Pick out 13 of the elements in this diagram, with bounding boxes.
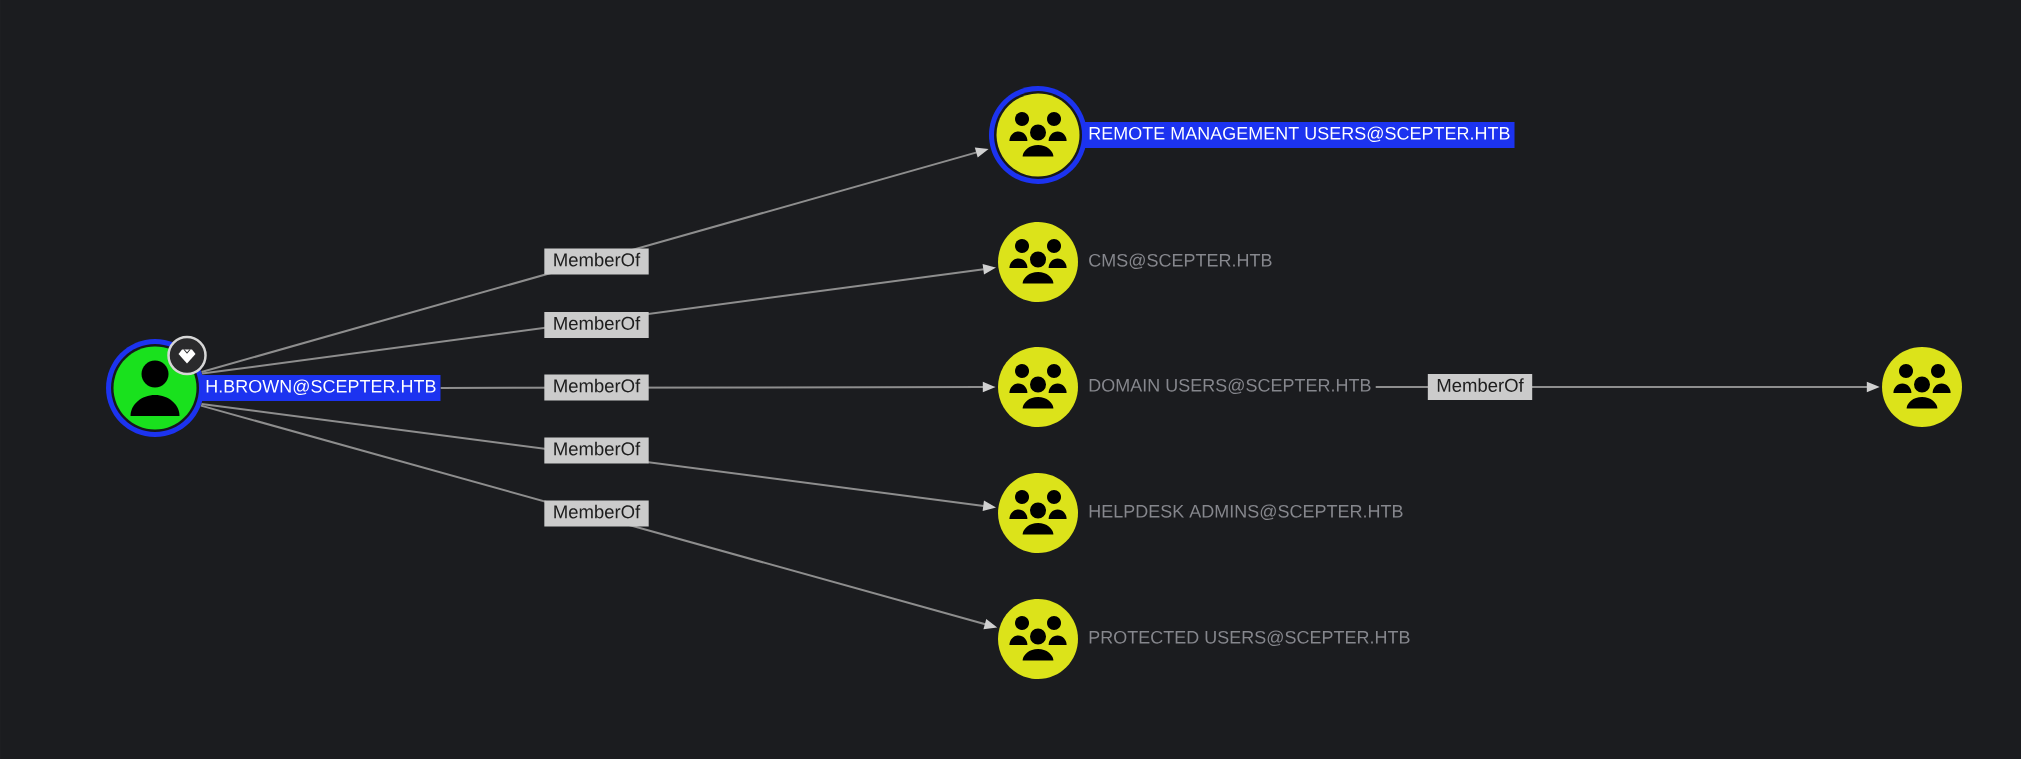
edge-label: MemberOf: [544, 500, 649, 527]
node-label: HELPDESK ADMINS@SCEPTER.HTB: [1089, 504, 1403, 520]
node-label: DOMAIN USERS@SCEPTER.HTB: [1089, 378, 1371, 394]
edge-label: MemberOf: [544, 248, 649, 275]
edge-label: MemberOf: [1427, 374, 1533, 400]
group-icon: [1882, 347, 1962, 427]
node-label: REMOTE MANAGEMENT USERS@SCEPTER.HTB: [1084, 122, 1515, 148]
node-label: PROTECTED USERS@SCEPTER.HTB: [1089, 630, 1410, 646]
node-label: H.BROWN@SCEPTER.HTB: [201, 375, 441, 401]
node-label: CMS@SCEPTER.HTB: [1089, 253, 1272, 269]
edge-label: MemberOf: [544, 374, 649, 401]
edge-label: MemberOf: [544, 437, 649, 464]
edge-label: MemberOf: [544, 312, 649, 338]
